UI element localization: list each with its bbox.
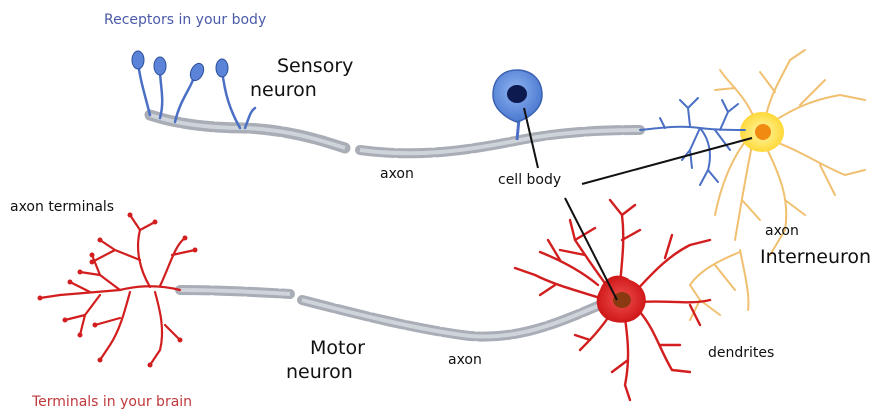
sensory-receptors bbox=[132, 51, 228, 83]
sensory-label-line2: neuron bbox=[250, 79, 317, 101]
motor-axon bbox=[180, 290, 600, 337]
motor-label-line1: Motor bbox=[310, 337, 365, 359]
interneuron-axon-label: axon bbox=[765, 223, 799, 239]
cell-body-label: cell body bbox=[498, 172, 561, 188]
sensory-label-line1: Sensory bbox=[277, 55, 353, 77]
motor-nucleus bbox=[613, 292, 631, 308]
axon-terminals-label: axon terminals bbox=[10, 199, 114, 215]
sensory-nucleus bbox=[507, 85, 527, 103]
sensory-axon-label: axon bbox=[380, 166, 414, 182]
sensory-axon bbox=[150, 115, 640, 153]
interneuron bbox=[690, 50, 865, 320]
interneuron-label: Interneuron bbox=[760, 246, 871, 268]
motor-axon-terminals bbox=[40, 215, 195, 365]
interneuron-nucleus bbox=[755, 124, 771, 140]
terminals-brain-label: Terminals in your brain bbox=[32, 394, 192, 410]
motor-axon-label: axon bbox=[448, 352, 482, 368]
motor-label-line2: neuron bbox=[286, 361, 353, 383]
dendrites-label: dendrites bbox=[708, 345, 774, 361]
receptors-label: Receptors in your body bbox=[104, 12, 266, 28]
sensory-terminals bbox=[640, 98, 745, 185]
